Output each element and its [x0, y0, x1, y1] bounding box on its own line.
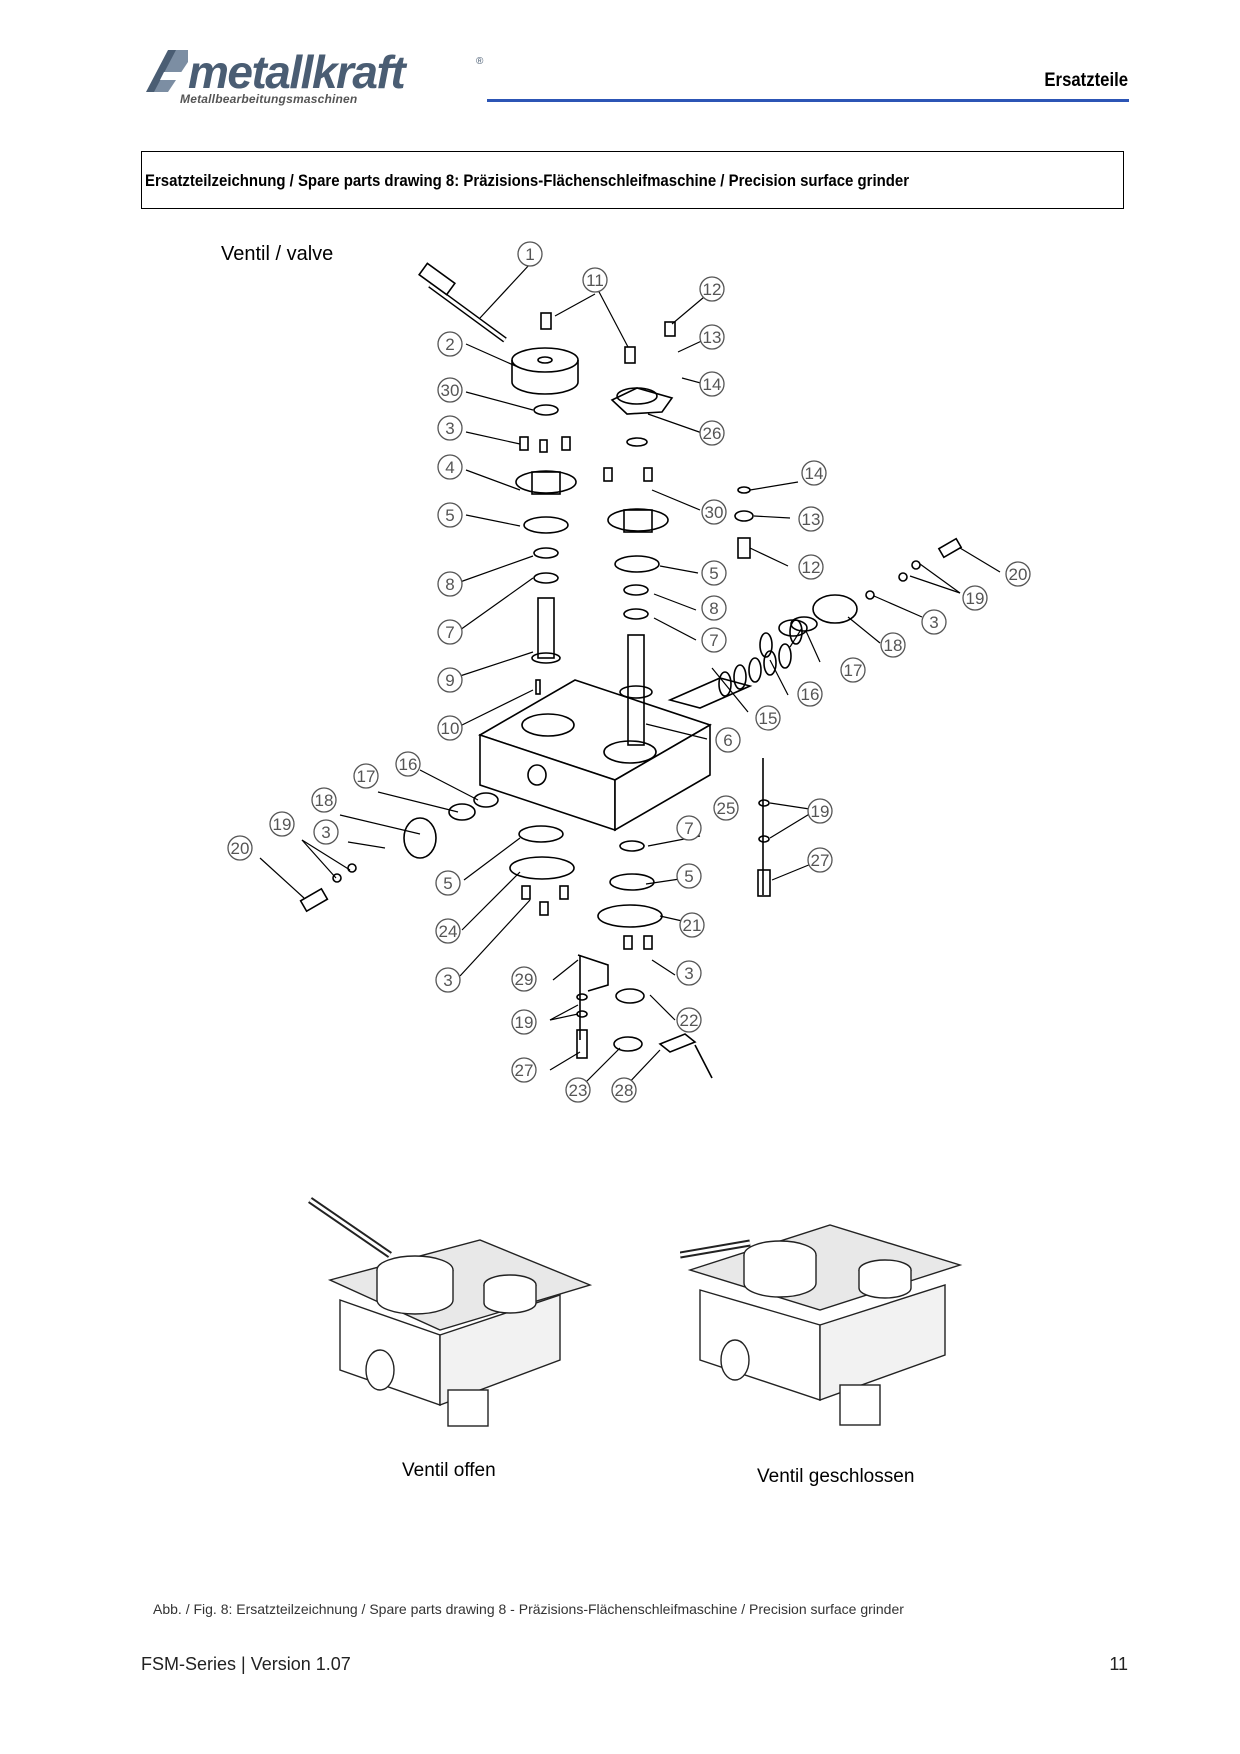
svg-text:30: 30	[705, 503, 724, 522]
svg-text:1: 1	[525, 245, 534, 264]
caption-valve-open: Ventil offen	[402, 1460, 496, 1481]
title-box	[141, 151, 1124, 209]
svg-text:23: 23	[569, 1081, 588, 1100]
header-rule	[487, 99, 1129, 102]
drawing-label: Ventil / valve	[221, 243, 334, 265]
svg-text:27: 27	[811, 851, 830, 870]
svg-text:13: 13	[802, 510, 821, 529]
svg-text:5: 5	[443, 874, 452, 893]
lever	[418, 262, 507, 343]
screws	[519, 312, 676, 950]
svg-text:3: 3	[684, 964, 693, 983]
svg-text:19: 19	[811, 802, 830, 821]
bottom-bracket	[576, 954, 609, 1059]
svg-text:3: 3	[443, 971, 452, 990]
logo-subtitle: Metallbearbeitungsmaschinen	[180, 92, 358, 106]
spool	[667, 619, 803, 709]
svg-text:14: 14	[805, 464, 824, 483]
svg-text:18: 18	[315, 791, 334, 810]
section-title: Ersatzteile	[1044, 70, 1128, 91]
svg-text:25: 25	[717, 799, 736, 818]
svg-text:27: 27	[515, 1061, 534, 1080]
svg-text:10: 10	[441, 719, 460, 738]
page-number: 11	[1109, 1654, 1128, 1674]
svg-text:3: 3	[321, 823, 330, 842]
svg-text:22: 22	[680, 1011, 699, 1030]
svg-text:16: 16	[801, 685, 820, 704]
valve-body	[478, 679, 712, 832]
figure-caption: Abb. / Fig. 8: Ersatzteilzeichnung / Spa…	[153, 1601, 904, 1617]
valve-closed-view	[680, 1224, 963, 1426]
left-flange	[299, 792, 499, 913]
svg-text:18: 18	[884, 636, 903, 655]
leader-lines	[259, 263, 1001, 1089]
svg-text:30: 30	[441, 381, 460, 400]
svg-text:19: 19	[966, 589, 985, 608]
svg-text:6: 6	[723, 731, 732, 750]
right-flange	[778, 537, 963, 637]
svg-text:7: 7	[445, 623, 454, 642]
exploded-drawing: 1 11 12 13 14 26 2 30 3 4 5 8 7 9 10 14 …	[227, 241, 1031, 1103]
svg-text:12: 12	[802, 558, 821, 577]
svg-text:8: 8	[445, 575, 454, 594]
svg-text:5: 5	[445, 506, 454, 525]
svg-text:20: 20	[1009, 565, 1028, 584]
drawing-title: Ersatzteilzeichnung / Spare parts drawin…	[145, 171, 910, 190]
svg-text:14: 14	[703, 375, 722, 394]
metallkraft-logo: metallkraft ®	[146, 46, 484, 98]
svg-text:26: 26	[703, 424, 722, 443]
svg-text:3: 3	[445, 419, 454, 438]
svg-text:17: 17	[357, 767, 376, 786]
svg-text:19: 19	[273, 815, 292, 834]
right-column	[597, 387, 713, 1079]
svg-text:17: 17	[844, 661, 863, 680]
caption-valve-closed: Ventil geschlossen	[757, 1466, 915, 1487]
svg-text:7: 7	[684, 819, 693, 838]
logo-wordmark: metallkraft	[188, 46, 407, 98]
svg-text:9: 9	[445, 671, 454, 690]
svg-text:24: 24	[439, 922, 458, 941]
svg-text:3: 3	[929, 613, 938, 632]
left-column	[509, 347, 579, 880]
svg-text:11: 11	[586, 271, 604, 290]
svg-text:20: 20	[231, 839, 250, 858]
svg-text:16: 16	[399, 755, 418, 774]
svg-text:29: 29	[515, 970, 534, 989]
rear-screws	[734, 486, 771, 897]
valve-open-view	[308, 1197, 593, 1427]
svg-text:4: 4	[445, 458, 454, 477]
footer-series: FSM-Series | Version 1.07	[141, 1654, 351, 1674]
svg-text:2: 2	[445, 335, 454, 354]
svg-text:5: 5	[709, 564, 718, 583]
svg-text:12: 12	[703, 280, 722, 299]
svg-text:®: ®	[476, 56, 484, 67]
svg-text:8: 8	[709, 599, 718, 618]
svg-text:7: 7	[709, 631, 718, 650]
svg-text:13: 13	[703, 328, 722, 347]
svg-text:15: 15	[759, 709, 778, 728]
svg-text:28: 28	[615, 1081, 634, 1100]
svg-text:21: 21	[683, 916, 702, 935]
svg-text:19: 19	[515, 1013, 534, 1032]
callouts: 1 11 12 13 14 26 2 30 3 4 5 8 7 9 10 14 …	[227, 241, 1031, 1103]
svg-text:5: 5	[684, 867, 693, 886]
